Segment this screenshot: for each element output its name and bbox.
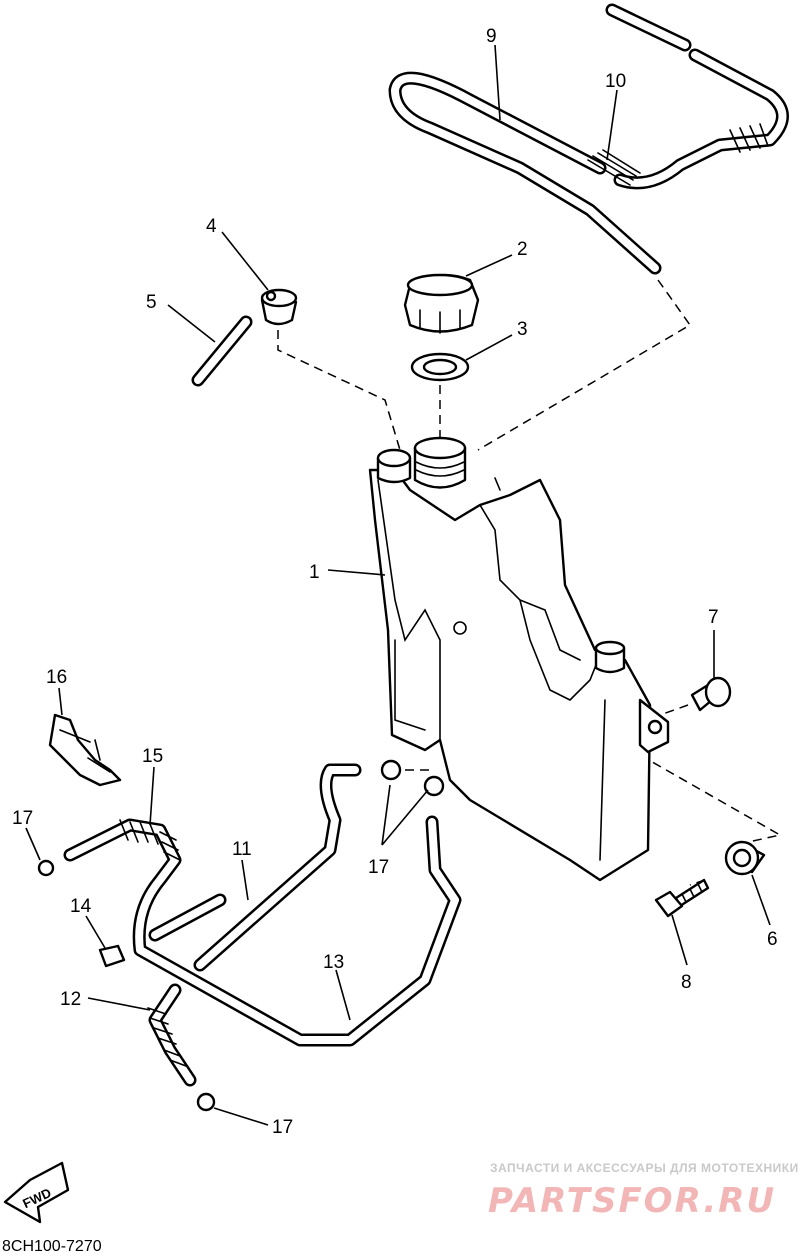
breather-hose-9	[388, 3, 789, 275]
radiator-cap	[403, 273, 480, 334]
watermark: ЗАПЧАСТИ И АКСЕССУАРЫ ДЛЯ МОТОТЕХНИКИ PA…	[488, 1161, 799, 1221]
callout-17-left: 17	[12, 808, 33, 829]
hose-clips	[37, 759, 445, 1112]
callout-7: 7	[708, 607, 719, 628]
callout-15: 15	[142, 746, 163, 767]
fwd-arrow: FWD	[3, 1161, 70, 1224]
callout-1: 1	[309, 562, 320, 583]
drain-plug	[260, 288, 298, 326]
callout-9: 9	[486, 26, 497, 47]
watermark-logo: PARTSFOR.RU	[488, 1181, 776, 1221]
callout-2: 2	[517, 239, 528, 260]
hose-assembly	[63, 763, 462, 1087]
bolt-8	[654, 878, 710, 918]
bracket-16	[48, 713, 122, 787]
clamp-14	[98, 944, 126, 968]
grommet-7	[690, 676, 732, 712]
callout-4: 4	[206, 216, 217, 237]
cap-seal	[410, 352, 470, 382]
callout-17-bottom: 17	[272, 1117, 293, 1138]
callout-5: 5	[146, 292, 157, 313]
callout-16: 16	[46, 667, 67, 688]
collar-6	[724, 840, 766, 876]
callout-3: 3	[517, 319, 528, 340]
fwd-arrow-icon	[3, 1161, 70, 1224]
callout-10: 10	[605, 71, 626, 92]
callout-8: 8	[681, 972, 692, 993]
pipe-5	[191, 315, 253, 387]
callout-13: 13	[323, 952, 344, 973]
leader-lines	[25, 44, 771, 1126]
callout-17-center: 17	[368, 857, 389, 878]
diagram-code: 8CH100-7270	[2, 1238, 102, 1255]
callout-12: 12	[60, 989, 81, 1010]
callout-labels: 1 2 3 4 5 6 7 8 9 10 11 12 13 14 15 16 1…	[12, 26, 778, 1138]
reservoir-tank	[368, 436, 670, 882]
callout-11: 11	[232, 839, 252, 860]
callout-14: 14	[70, 896, 92, 917]
watermark-caption: ЗАПЧАСТИ И АКСЕССУАРЫ ДЛЯ МОТОТЕХНИКИ	[490, 1161, 799, 1175]
callout-6: 6	[767, 929, 778, 950]
